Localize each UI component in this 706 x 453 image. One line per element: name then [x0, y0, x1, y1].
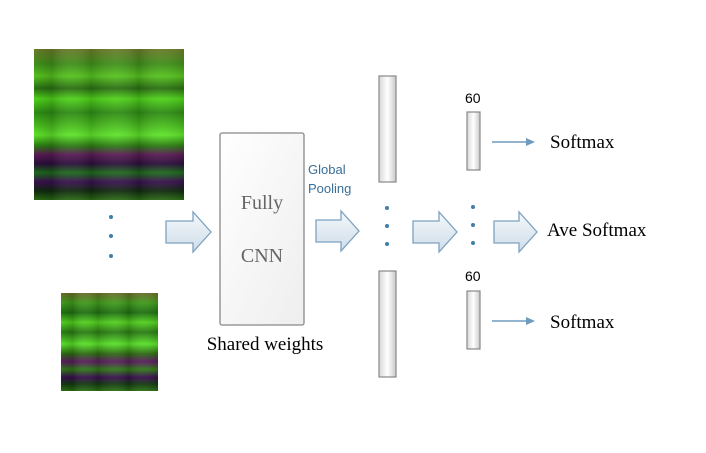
shared-weights-label: Shared weights: [206, 334, 324, 355]
input-spectrogram-top: [34, 49, 184, 200]
fully-cnn-label-line1: Fully: [240, 192, 284, 214]
block-arrow-3: [412, 210, 458, 254]
softmax-top-label: Softmax: [550, 132, 615, 153]
global-pooling-label-line2: Pooling: [308, 181, 352, 196]
global-pooling-label-line1: Global: [308, 162, 346, 177]
pooled-ellipsis: [385, 206, 389, 246]
softmax-bottom-label: Softmax: [550, 312, 615, 333]
block-arrow-4: [493, 210, 538, 254]
input-spectrogram-bottom: [61, 293, 158, 391]
input-ellipsis: [109, 215, 113, 258]
output-ellipsis: [471, 205, 475, 245]
output-dim-top: 60: [465, 90, 481, 106]
output-vector-top: [466, 111, 481, 171]
fully-cnn-label-line2: CNN: [240, 245, 284, 267]
block-arrow-1: [165, 210, 212, 254]
output-dim-bottom: 60: [465, 268, 481, 284]
pooled-feature-bar-top: [378, 75, 397, 183]
block-arrow-2: [315, 209, 360, 253]
line-arrow-top: [492, 138, 535, 146]
ave-softmax-label: Ave Softmax: [547, 220, 647, 241]
line-arrow-bottom: [492, 317, 535, 325]
fully-cnn-box: [219, 132, 305, 326]
output-vector-bottom: [466, 290, 481, 350]
pooled-feature-bar-bottom: [378, 270, 397, 378]
